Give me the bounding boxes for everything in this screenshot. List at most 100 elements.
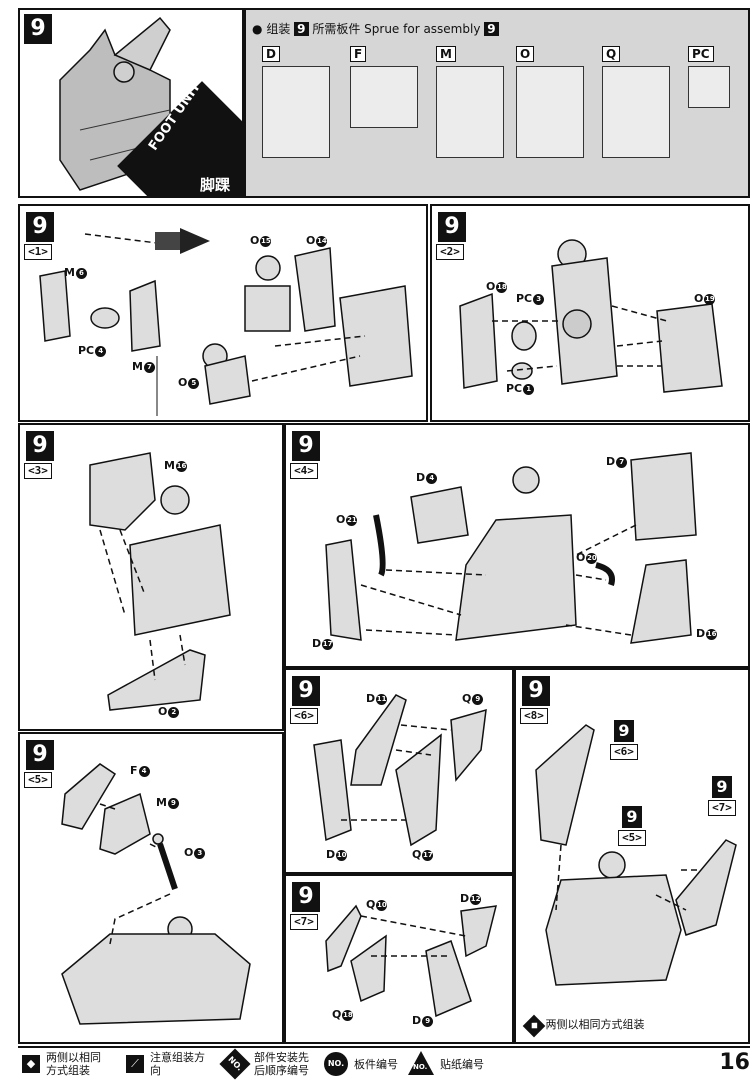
sprue-d-diagram — [262, 66, 330, 158]
step-8-panel: 9 <8> 9 <6> 9 <5> 9 <7> ◆ 两侧以相同方式组装 — [514, 668, 750, 1044]
step-8-note-text: 两侧以相同方式组装 — [545, 1018, 645, 1031]
footer-legend: ◆ 两侧以相同 方式组装 ⟋ 注意组装方 向 NO. 部件安装先 后顺序编号 N… — [18, 1046, 750, 1080]
step-7-substep: <7> — [290, 914, 318, 930]
step-5-number: 9 — [26, 740, 54, 770]
part-number-icon: NO. — [324, 1052, 348, 1076]
sprue-heading: ● 组装 9 所需板件 Sprue for assembly 9 — [252, 20, 499, 37]
step-4-substep: <4> — [290, 463, 318, 479]
sprue-heading-text: 所需板件 Sprue for assembly — [312, 22, 481, 36]
bullet-icon: ● — [252, 22, 263, 36]
step-7-illustration — [325, 904, 497, 1018]
step-8-substep: <8> — [520, 708, 548, 724]
step-8-ref-6-number: 9 — [614, 720, 634, 742]
step-8-illustration — [535, 724, 737, 986]
step-5-substep: <5> — [24, 772, 52, 788]
step-1-substep: <1> — [24, 244, 52, 260]
sprue-heading-step2: 9 — [484, 22, 499, 36]
step-2-number: 9 — [438, 212, 466, 242]
sprue-q-diagram — [602, 66, 670, 158]
sprue-panel: ● 组装 9 所需板件 Sprue for assembly 9 D F M O Q PC — [244, 8, 750, 198]
page-number: 16 — [719, 1050, 750, 1075]
step-3-substep: <3> — [24, 463, 52, 479]
sprue-m-diagram — [436, 66, 504, 158]
step-5-illustration — [61, 763, 251, 1025]
sprue-label-q: Q — [602, 46, 621, 62]
sprue-label-pc: PC — [688, 46, 714, 62]
sprue-label-m: M — [436, 46, 456, 62]
sprue-heading-step: 9 — [294, 22, 309, 36]
step-6-substep: <6> — [290, 708, 318, 724]
step-1-number: 9 — [26, 212, 54, 242]
sprue-heading-cn: 组装 — [266, 22, 291, 36]
sprue-pc-diagram — [688, 66, 730, 108]
step-4-number: 9 — [292, 431, 320, 461]
step-8-ref-7-substep: <7> — [708, 800, 736, 816]
step-8-ref-5-substep: <5> — [618, 830, 646, 846]
step-8-ref-6-substep: <6> — [610, 744, 638, 760]
step-8-number: 9 — [522, 676, 550, 706]
step-3-number: 9 — [26, 431, 54, 461]
legend-caution-text: 注意组装方 向 — [150, 1051, 205, 1077]
legend-sticker-number-text: 贴纸编号 — [440, 1058, 484, 1071]
sprue-label-f: F — [350, 46, 367, 62]
both-sides-icon: ◆ — [522, 1014, 546, 1038]
step-8-ref-5-number: 9 — [622, 806, 642, 828]
legend-order-number-text: 部件安装先 后顺序编号 — [254, 1051, 309, 1077]
sprue-f-diagram — [350, 66, 418, 128]
sprue-label-o: O — [516, 46, 535, 62]
step-2-illustration — [459, 239, 723, 393]
step-6-illustration — [313, 694, 487, 847]
step-3-illustration — [89, 452, 231, 711]
sticker-number-icon — [408, 1051, 434, 1075]
step-8-ref-7-number: 9 — [712, 776, 732, 798]
sticker-number-icon-label: NO. — [413, 1063, 428, 1071]
sprue-o-diagram — [516, 66, 584, 158]
step-4-illustration — [325, 452, 697, 644]
step-7-number: 9 — [292, 882, 320, 912]
legend-both-sides-text: 两侧以相同 方式组装 — [46, 1051, 101, 1077]
header-left-panel: 9 FOOT UNIT 脚踝 — [18, 8, 244, 198]
foot-unit-title-cn: 脚踝 — [200, 176, 231, 194]
caution-icon: ⟋ — [126, 1055, 144, 1073]
sprue-label-d: D — [262, 46, 280, 62]
both-sides-icon: ◆ — [22, 1055, 40, 1073]
step-2-substep: <2> — [436, 244, 464, 260]
legend-part-number-text: 板件编号 — [354, 1058, 398, 1071]
step-1-illustration — [39, 228, 413, 416]
